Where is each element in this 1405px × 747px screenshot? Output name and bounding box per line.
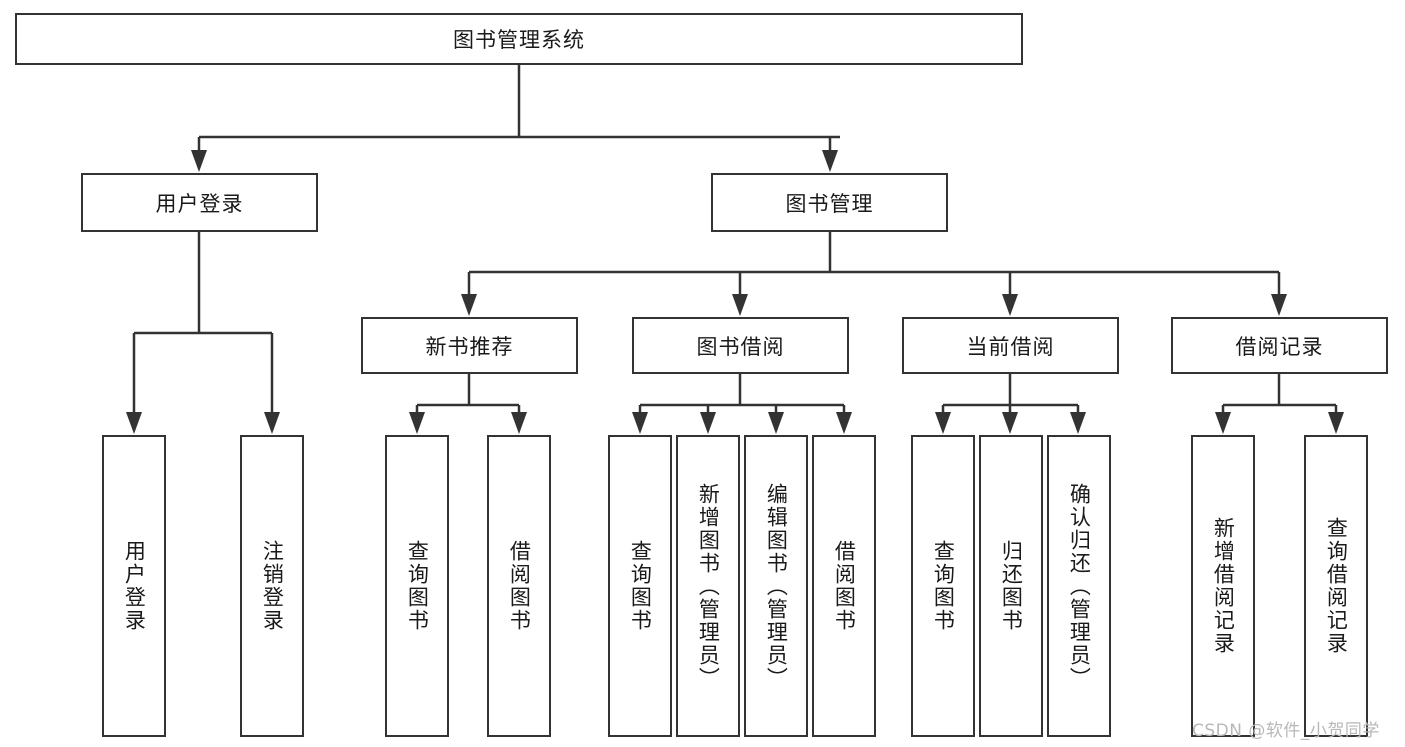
leaf-query-book-3[interactable]: 查询图书 [911, 435, 975, 737]
csdn-watermark: CSDN @软件_小贺同学 [1192, 721, 1380, 741]
leaf-query-book-2[interactable]: 查询图书 [608, 435, 672, 737]
node-book-borrow[interactable]: 图书借阅 [632, 317, 849, 374]
arrow-leaf-add-record [1215, 412, 1231, 434]
arrow-user-login [191, 150, 207, 172]
leaf-confirm-return-label: 确认归还（管理员） [1067, 482, 1092, 690]
node-new-book-rec-label: 新书推荐 [425, 334, 514, 359]
leaf-return-book[interactable]: 归还图书 [979, 435, 1043, 737]
arrow-leaf-borrow-book-1 [511, 412, 527, 434]
leaf-borrow-book-2[interactable]: 借阅图书 [812, 435, 876, 737]
node-user-login-label: 用户登录 [155, 191, 244, 216]
arrow-book-borrow [732, 294, 748, 316]
leaf-borrow-book-2-label: 借阅图书 [832, 540, 857, 632]
leaf-add-book-label: 新增图书（管理员） [696, 482, 721, 690]
arrow-borrow-record [1271, 294, 1287, 316]
leaf-add-record-label: 新增借阅记录 [1211, 517, 1236, 655]
leaf-return-book-label: 归还图书 [999, 540, 1024, 632]
node-borrow-record-label: 借阅记录 [1235, 334, 1324, 359]
arrow-leaf-query-book-2 [632, 412, 648, 434]
node-borrow-record[interactable]: 借阅记录 [1171, 317, 1388, 374]
leaf-query-book-1[interactable]: 查询图书 [385, 435, 449, 737]
leaf-add-record[interactable]: 新增借阅记录 [1191, 435, 1255, 737]
leaf-edit-book-label: 编辑图书（管理员） [764, 482, 789, 690]
leaf-query-book-1-label: 查询图书 [405, 540, 430, 632]
arrow-leaf-query-book-1 [409, 412, 425, 434]
node-root-label: 图书管理系统 [453, 28, 585, 52]
leaf-edit-book[interactable]: 编辑图书（管理员） [744, 435, 808, 737]
leaf-user-login-label: 用户登录 [122, 540, 147, 632]
leaf-user-login[interactable]: 用户登录 [102, 435, 166, 737]
arrow-leaf-user-login [126, 412, 142, 434]
leaf-confirm-return[interactable]: 确认归还（管理员） [1047, 435, 1111, 737]
arrow-current-borrow [1002, 294, 1018, 316]
leaf-logout-label: 注销登录 [260, 540, 285, 632]
arrow-leaf-add-book [700, 412, 716, 434]
leaf-query-book-2-label: 查询图书 [628, 540, 653, 632]
node-current-borrow-label: 当前借阅 [966, 334, 1055, 359]
arrow-leaf-query-record [1328, 412, 1344, 434]
arrow-leaf-confirm-return [1070, 412, 1086, 434]
node-root[interactable]: 图书管理系统 [15, 13, 1023, 65]
node-book-manage-label: 图书管理 [785, 191, 874, 216]
node-book-manage[interactable]: 图书管理 [711, 173, 948, 232]
leaf-query-record-label: 查询借阅记录 [1324, 517, 1349, 655]
node-user-login[interactable]: 用户登录 [81, 173, 318, 232]
leaf-borrow-book-1[interactable]: 借阅图书 [487, 435, 551, 737]
leaf-borrow-book-1-label: 借阅图书 [507, 540, 532, 632]
node-current-borrow[interactable]: 当前借阅 [902, 317, 1119, 374]
node-new-book-rec[interactable]: 新书推荐 [361, 317, 578, 374]
leaf-query-book-3-label: 查询图书 [931, 540, 956, 632]
arrow-new-book-rec [461, 294, 477, 316]
arrow-book-manage [822, 150, 838, 172]
arrow-leaf-edit-book [768, 412, 784, 434]
node-book-borrow-label: 图书借阅 [696, 334, 785, 359]
arrow-leaf-logout [264, 412, 280, 434]
leaf-add-book[interactable]: 新增图书（管理员） [676, 435, 740, 737]
leaf-query-record[interactable]: 查询借阅记录 [1304, 435, 1368, 737]
arrow-leaf-query-book-3 [935, 412, 951, 434]
arrow-leaf-return-book [1002, 412, 1018, 434]
leaf-logout[interactable]: 注销登录 [240, 435, 304, 737]
arrow-leaf-borrow-book-2 [836, 412, 852, 434]
